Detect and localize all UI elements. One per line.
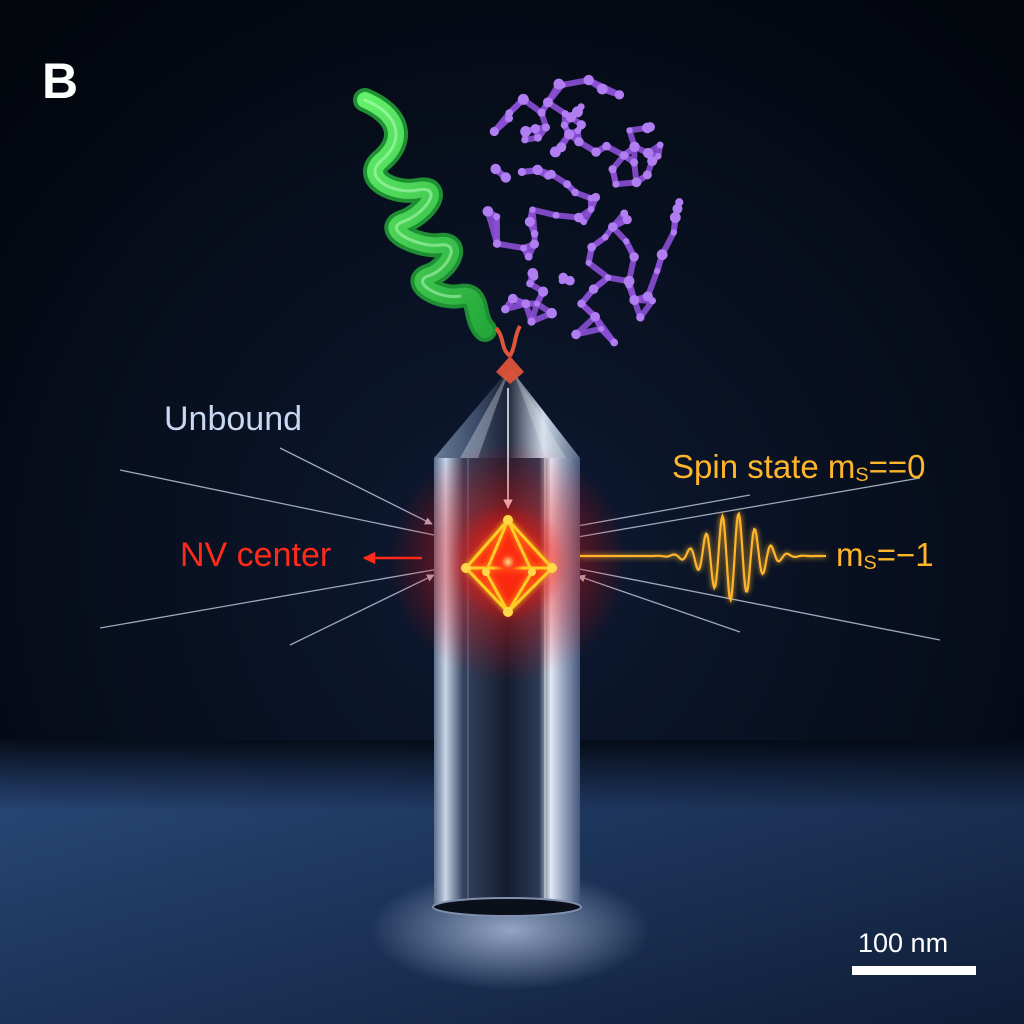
spin-state-label: Spin state mS==0	[672, 448, 926, 486]
unbound-label: Unbound	[164, 400, 303, 438]
oscillation-waveform-icon	[580, 511, 826, 604]
molecule-linker	[494, 324, 522, 358]
ms-minus-one-label: mS=−1	[836, 536, 934, 574]
scale-bar	[852, 966, 976, 975]
nv-center-defect	[388, 442, 628, 682]
purple-molecule-network	[482, 74, 684, 347]
scale-bar-label: 100 nm	[858, 928, 949, 958]
nv-core	[492, 546, 524, 578]
nv-center-label: NV center	[180, 536, 332, 574]
green-protein-helix	[353, 88, 497, 342]
panel-label: B	[42, 53, 79, 109]
